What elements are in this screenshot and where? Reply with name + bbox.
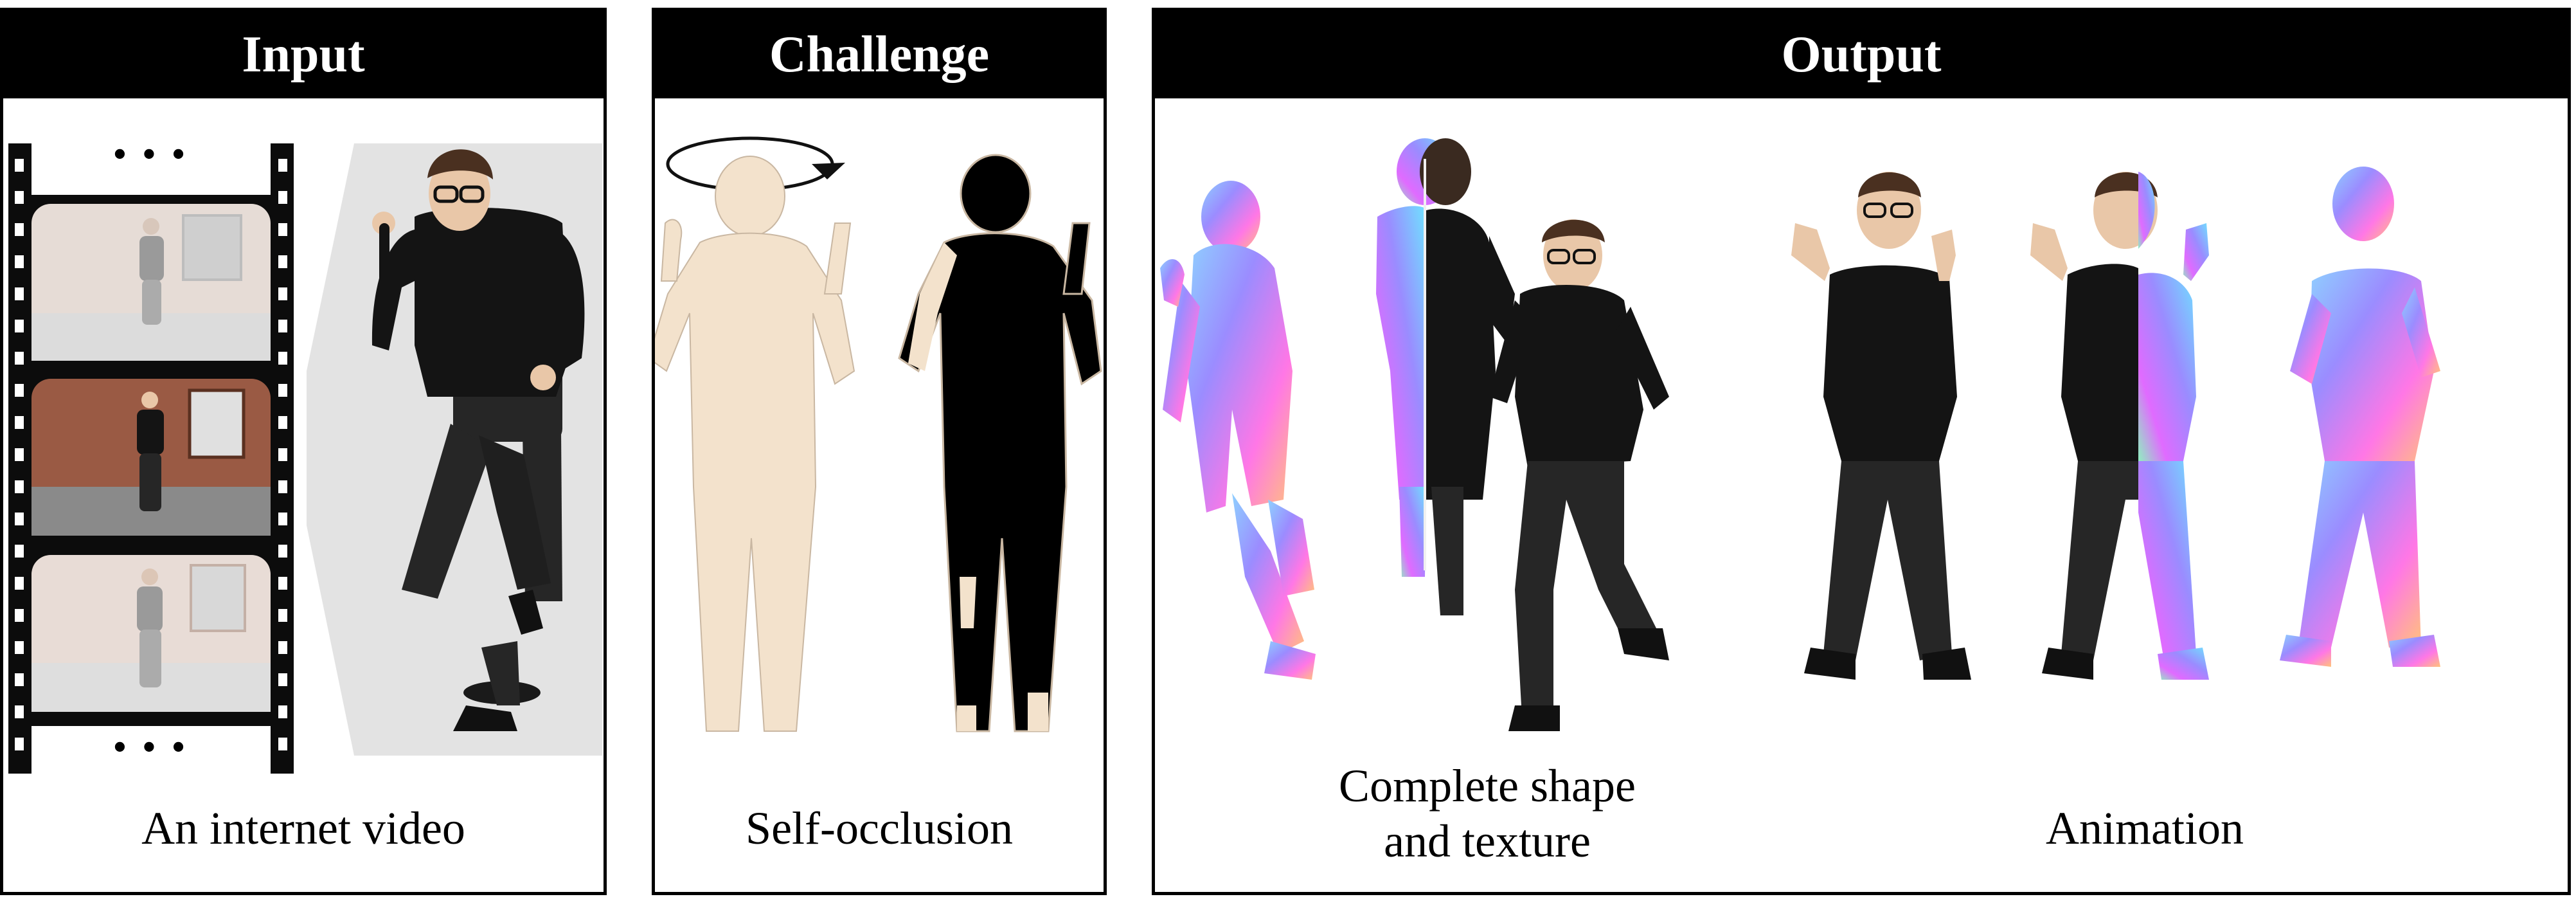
input-ellipsis-top: • • • bbox=[113, 134, 189, 174]
challenge-illustration bbox=[655, 136, 1102, 732]
video-frame-1 bbox=[31, 204, 271, 361]
input-ellipsis-bottom: • • • bbox=[113, 727, 189, 767]
output-caption-left: Complete shape and texture bbox=[1339, 760, 1636, 867]
textured-front-figure bbox=[1489, 219, 1669, 731]
input-panel: Input bbox=[0, 8, 607, 895]
output-caption-right: Animation bbox=[2046, 803, 2244, 854]
person-input-large bbox=[371, 149, 585, 731]
challenge-caption: Self-occlusion bbox=[746, 803, 1013, 854]
input-panel-title: Input bbox=[3, 11, 604, 98]
output-illustration bbox=[1160, 138, 2440, 731]
input-caption: An internet video bbox=[141, 803, 465, 854]
half-normal-back-figure bbox=[1376, 138, 1515, 615]
silhouette-occluded bbox=[898, 154, 1102, 732]
animation-normal-figure bbox=[2280, 167, 2440, 667]
normal-map-figure-left bbox=[1160, 181, 1316, 680]
output-panel-title: Output bbox=[1155, 11, 2568, 98]
film-sprocket-holes bbox=[15, 159, 287, 750]
challenge-panel-title: Challenge bbox=[655, 11, 1104, 98]
animation-textured-figure bbox=[1791, 172, 1971, 680]
challenge-panel: Challenge Self-occlusion bbox=[652, 8, 1107, 895]
silhouette-visible-fringe bbox=[908, 242, 1048, 731]
silhouette-visible bbox=[655, 156, 855, 732]
animation-half-normal-figure bbox=[2030, 172, 2209, 680]
output-panel: Output bbox=[1152, 8, 2571, 895]
video-frame-3 bbox=[31, 555, 271, 712]
input-illustration bbox=[8, 143, 602, 774]
rotation-arrow-head bbox=[812, 163, 845, 179]
video-frame-2 bbox=[31, 379, 271, 536]
